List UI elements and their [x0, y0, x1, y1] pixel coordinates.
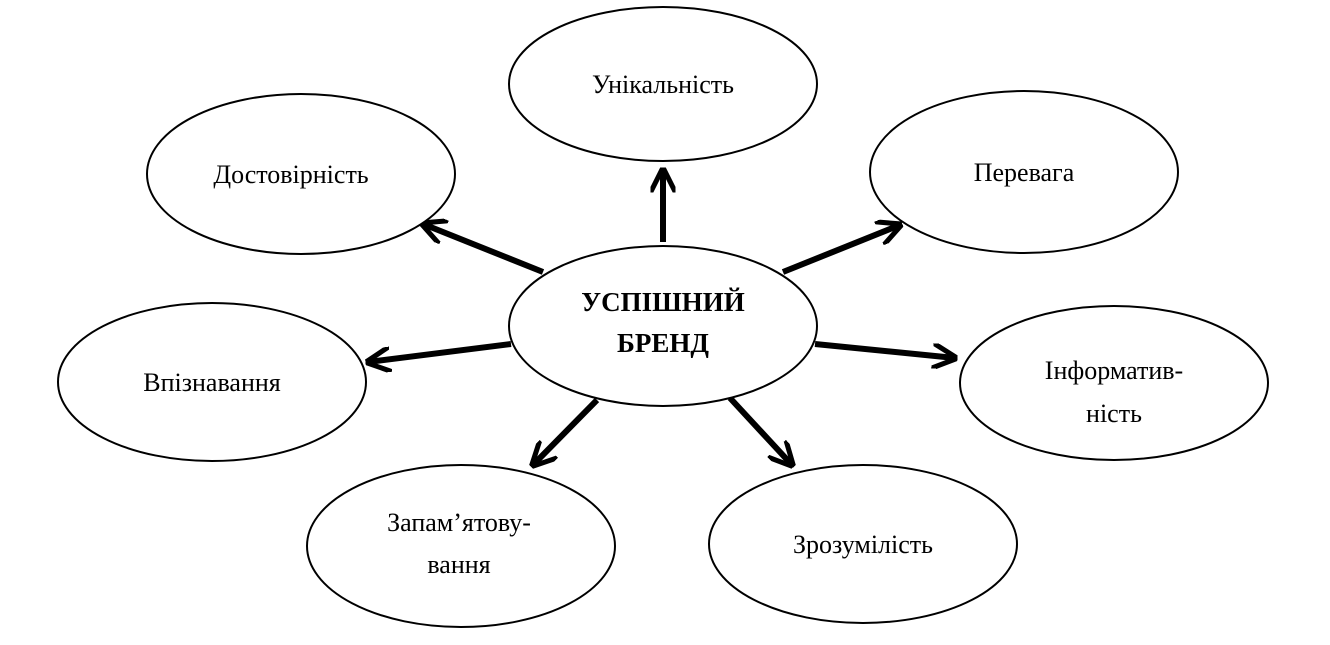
arrow-to-zrozumilist	[727, 395, 792, 465]
node-dostovirnist-ellipse	[146, 93, 456, 255]
arrows	[368, 170, 955, 465]
node-perevaha: Перевага	[869, 90, 1179, 254]
node-vpiznavannia-label: Впізнавання	[143, 368, 281, 397]
node-zrozumilist: Зрозумілість	[708, 464, 1018, 624]
node-perevaha-ellipse	[869, 90, 1179, 254]
center-node-ellipse	[508, 245, 818, 407]
arrow-to-dostovirnist	[423, 224, 545, 275]
node-zapamiatovuvannia-ellipse	[306, 464, 616, 628]
node-zapamiatovuvannia-label-2: вання	[427, 550, 490, 579]
arrow-to-informatyvnist	[814, 341, 955, 358]
node-zrozumilist-ellipse	[708, 464, 1018, 624]
node-dostovirnist: Достовірність	[146, 93, 456, 255]
node-unikalnist-label: Унікальність	[592, 70, 734, 99]
node-zrozumilist-label: Зрозумілість	[793, 530, 933, 559]
node-informatyvnist: Інформатив- ність	[959, 305, 1269, 461]
node-perevaha-label: Перевага	[974, 158, 1075, 187]
arrow-to-vpiznavannia	[368, 341, 512, 362]
node-zapamiatovuvannia-label-1: Запам’ятову-	[387, 508, 531, 537]
node-informatyvnist-ellipse	[959, 305, 1269, 461]
center-node-label-2: БРЕНД	[617, 328, 709, 358]
node-zapamiatovuvannia: Запам’ятову- вання	[306, 464, 616, 628]
node-dostovirnist-label: Достовірність	[213, 160, 368, 189]
node-informatyvnist-label-1: Інформатив-	[1045, 356, 1183, 385]
arrow-to-perevaha	[781, 225, 900, 275]
node-vpiznavannia-ellipse	[57, 302, 367, 462]
node-unikalnist: Унікальність	[508, 6, 818, 162]
center-node-label-1: УСПІШНИЙ	[581, 287, 744, 317]
center-node: УСПІШНИЙ БРЕНД	[508, 245, 818, 407]
node-informatyvnist-label-2: ність	[1086, 399, 1142, 428]
arrow-to-zapamiatovuvannia	[533, 397, 600, 465]
node-unikalnist-ellipse	[508, 6, 818, 162]
node-vpiznavannia: Впізнавання	[57, 302, 367, 462]
